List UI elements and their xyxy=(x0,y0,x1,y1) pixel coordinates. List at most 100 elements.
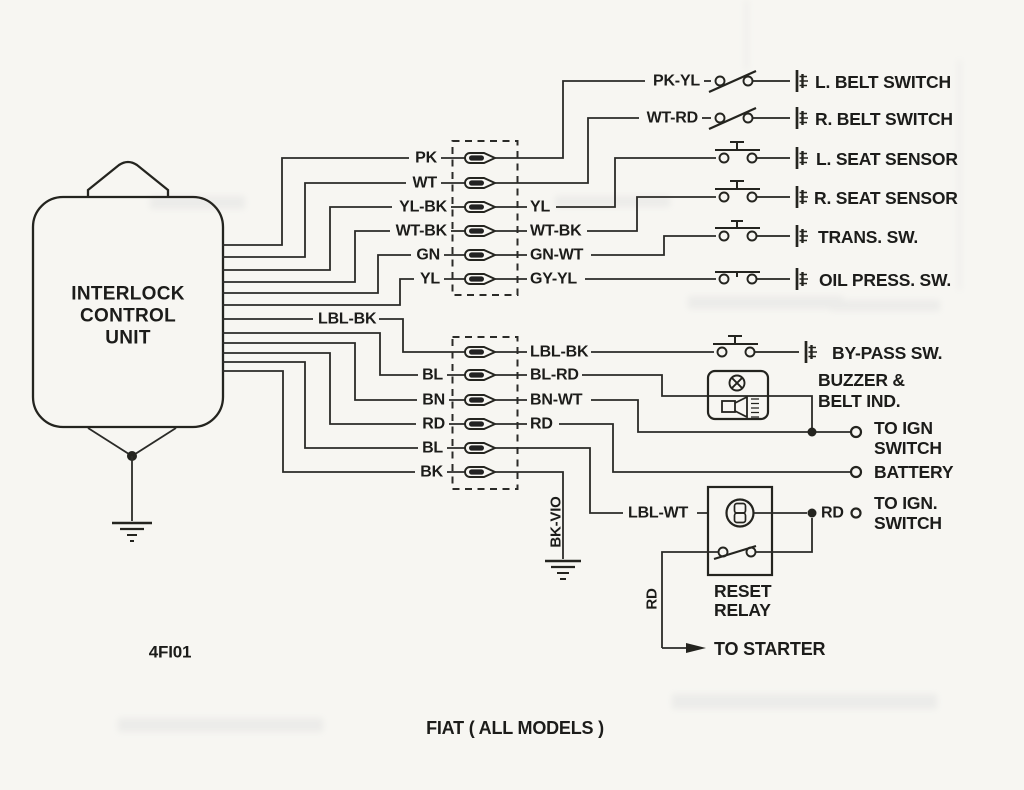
reset-relay xyxy=(661,485,813,648)
label-to-ign-line1: TO IGN xyxy=(874,418,933,438)
wire-to-l-belt xyxy=(494,80,645,159)
label-r-seat-sensor: R. SEAT SENSOR xyxy=(814,188,958,208)
lamp-icon xyxy=(728,374,746,392)
pin-label: GN-WT xyxy=(530,247,584,264)
relay-coil-icon xyxy=(725,498,755,528)
label-to-ign2-line1: TO IGN. xyxy=(874,493,937,513)
pin-label: YL xyxy=(530,199,550,216)
wire-bl-1 xyxy=(222,332,418,376)
ground-icon xyxy=(795,145,810,171)
interlock-control-unit: INTERLOCK CONTROL UNIT xyxy=(31,160,225,542)
pin-label: PK xyxy=(415,150,437,167)
label-buzzer-line1: BUZZER & xyxy=(818,370,905,390)
wire-bk-vio xyxy=(494,471,564,559)
bullet-connector-pins xyxy=(464,346,498,478)
arrowhead-icon xyxy=(686,643,706,653)
wire-to-l-seat xyxy=(556,157,716,208)
label-to-ign2-line2: SWITCH xyxy=(874,513,942,533)
pin-label: GN xyxy=(416,247,440,264)
figure-number: 4FI01 xyxy=(149,643,191,662)
r-belt-switch-icon xyxy=(708,106,790,131)
junction-dot xyxy=(807,427,817,437)
buzzer-speaker-icon xyxy=(721,395,759,419)
terminal-to-ign xyxy=(849,425,863,439)
switch-symbols xyxy=(708,69,799,358)
pin-label: RD xyxy=(530,416,553,433)
wire-to-r-belt xyxy=(494,117,639,184)
relay-contact-icon xyxy=(713,544,757,561)
l-seat-sensor-icon xyxy=(715,141,790,164)
ground-icon xyxy=(795,184,810,210)
wire-label-rd: RD xyxy=(821,505,844,522)
wire-yl-bk xyxy=(222,206,392,271)
pin-label: YL xyxy=(420,271,440,288)
wire-bn xyxy=(222,342,417,401)
label-bypass-sw: BY-PASS SW. xyxy=(832,343,942,363)
label-l-belt-switch: L. BELT SWITCH xyxy=(815,72,951,92)
label-buzzer-line2: BELT IND. xyxy=(818,391,900,411)
ground-icon xyxy=(795,105,810,131)
wire-label-wt-rd: WT-RD xyxy=(647,110,698,127)
control-unit-top-peak xyxy=(86,160,170,197)
wire-rd xyxy=(222,352,416,425)
wire-label-bk-vio: BK-VIO xyxy=(548,496,565,548)
junction-dot xyxy=(807,508,817,518)
terminal-to-ign2 xyxy=(850,507,862,519)
wire-label-pk-yl: PK-YL xyxy=(653,73,700,90)
label-r-belt-switch: R. BELT SWITCH xyxy=(815,109,953,129)
label-battery: BATTERY xyxy=(874,462,954,482)
paper-artifacts xyxy=(118,0,961,732)
relay-contact-left-wire xyxy=(661,551,718,648)
pin-label: GY-YL xyxy=(530,271,577,288)
wire-yl xyxy=(222,278,414,306)
wire-bk xyxy=(222,370,415,473)
pin-label: RD xyxy=(422,416,445,433)
buzzer-out-wire xyxy=(768,395,813,428)
connector-block-upper: PK WT YL-BK WT-BK GN YL YL WT-BK GN-WT G… xyxy=(396,140,584,296)
wire-gn xyxy=(222,254,411,294)
pin-label: WT-BK xyxy=(396,223,448,240)
label-trans-sw: TRANS. SW. xyxy=(818,227,918,247)
label-to-ign-line2: SWITCH xyxy=(874,438,942,458)
bk-vio-ground xyxy=(545,559,581,580)
r-seat-sensor-icon xyxy=(715,180,790,203)
bypass-switch-icon xyxy=(713,335,799,358)
wire-to-buzzer xyxy=(582,374,708,397)
bullet-connector-pins xyxy=(464,152,498,285)
label-l-seat-sensor: L. SEAT SENSOR xyxy=(816,149,958,169)
l-belt-switch-icon xyxy=(708,69,790,94)
to-starter-arrow xyxy=(662,643,706,653)
wire-wt xyxy=(222,182,406,258)
wire-to-ign-switch xyxy=(591,399,851,433)
pin-label: WT-BK xyxy=(530,223,582,240)
wire-label-lbl-wt: LBL-WT xyxy=(628,505,689,522)
wire-label-lbl-bk: LBL-BK xyxy=(318,311,377,328)
label-oil-press-sw: OIL PRESS. SW. xyxy=(819,270,951,290)
pin-label: WT xyxy=(413,175,438,192)
relay-coil-core xyxy=(733,502,747,524)
control-unit-label-line3: UNIT xyxy=(105,328,151,349)
harness-wires-upper xyxy=(222,157,466,306)
wire-label-rd-vertical: RD xyxy=(644,588,661,610)
ground-icon xyxy=(795,266,810,292)
ground-icon xyxy=(795,68,810,94)
wire-to-battery xyxy=(559,423,851,473)
pin-label: BL-RD xyxy=(530,367,579,384)
pin-label: BN xyxy=(422,392,445,409)
diagram-caption: FIAT ( ALL MODELS ) xyxy=(426,718,604,738)
wire-pk xyxy=(222,157,409,246)
harness-wires-lower xyxy=(222,318,466,473)
control-unit-body xyxy=(31,195,225,429)
pin-label: LBL-BK xyxy=(530,344,589,361)
pin-label: BN-WT xyxy=(530,392,583,409)
trans-switch-icon xyxy=(715,220,790,242)
relay-contact-right-wire xyxy=(756,518,813,553)
oil-press-switch-icon xyxy=(715,271,790,285)
label-reset: RESET xyxy=(714,581,772,601)
wire-to-r-seat xyxy=(587,196,716,232)
connector-block-lower: LBL-BK BL BN RD BL BK LBL-BK BL-RD BN-WT… xyxy=(318,311,589,490)
control-unit-label-line2: CONTROL xyxy=(80,306,176,327)
ground-icon xyxy=(795,223,810,249)
